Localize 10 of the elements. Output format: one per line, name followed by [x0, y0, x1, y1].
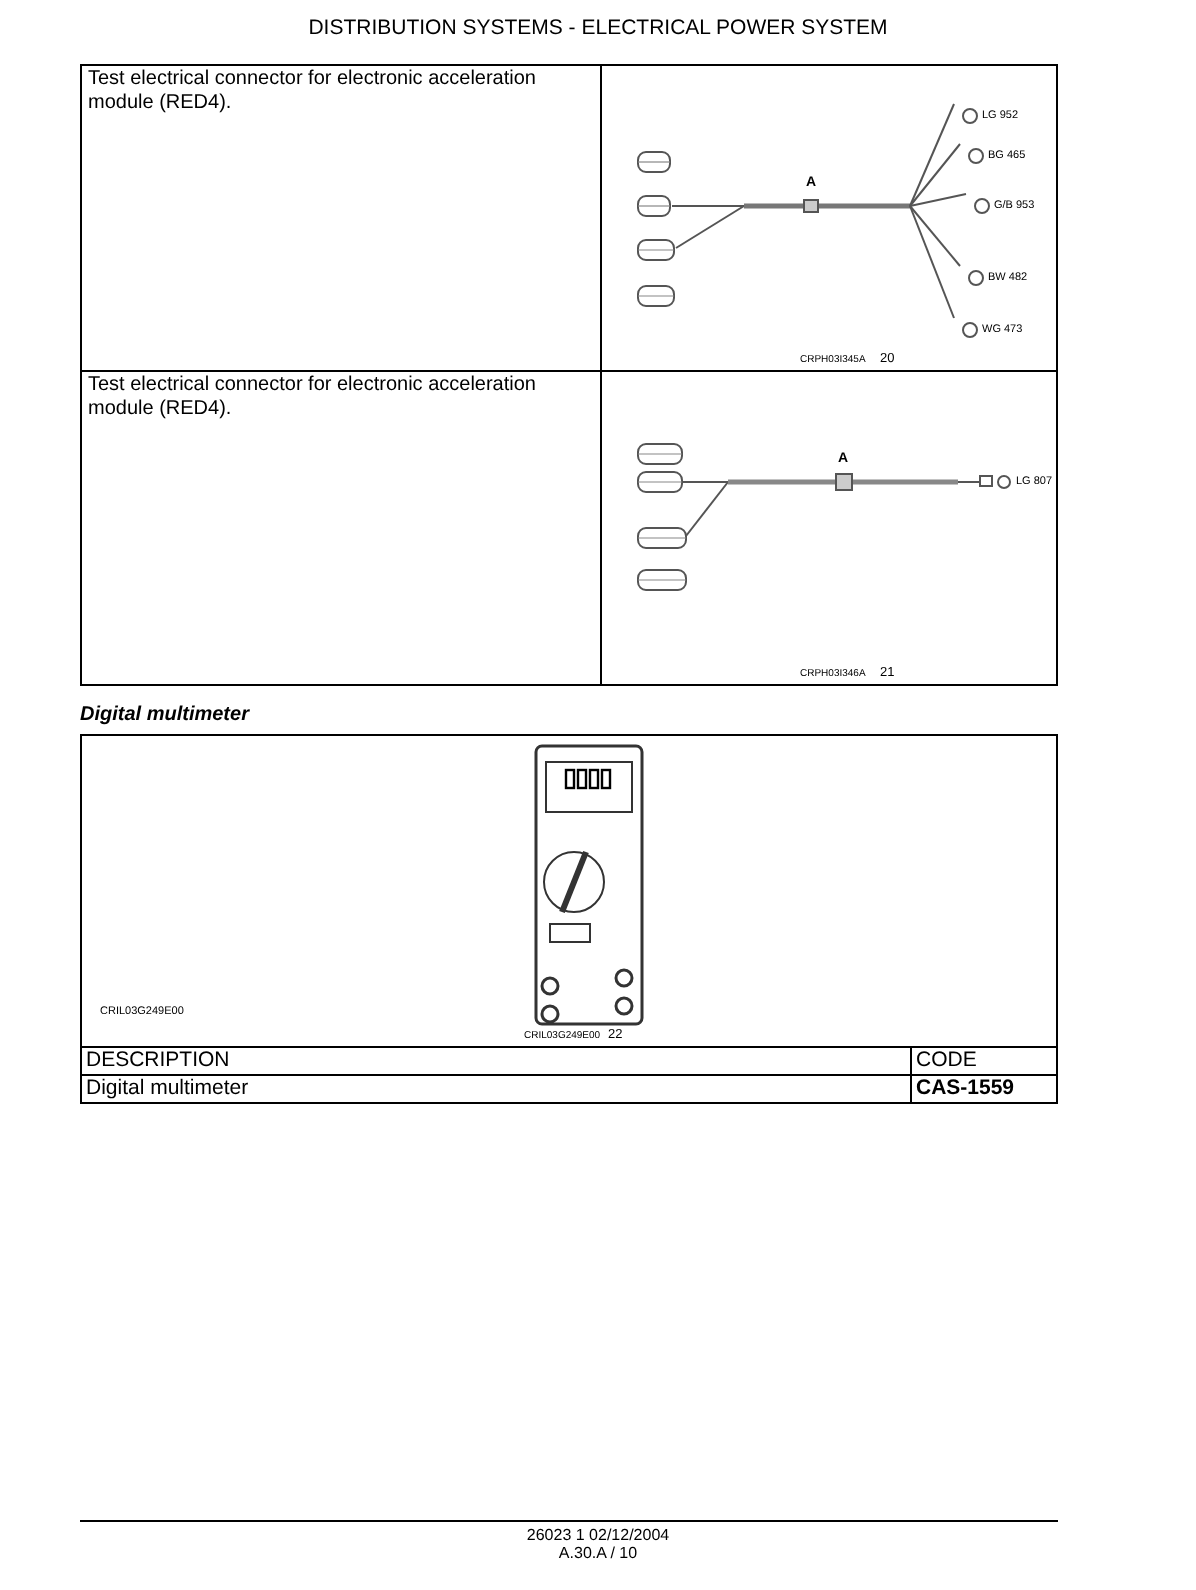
section-heading: Digital multimeter — [80, 704, 249, 726]
part-code: CAS-1559 — [916, 1076, 1015, 1100]
footer-text: 26023 1 02/12/2004 — [526, 1526, 670, 1544]
table-text: Digital multimeter — [86, 1076, 249, 1100]
column-header: CODE — [916, 1048, 977, 1072]
page-header: DISTRIBUTION SYSTEMS - ELECTRICAL POWER SYSTEM — [308, 16, 888, 40]
page-number: A.30.A / 10 — [558, 1544, 638, 1562]
column-header: DESCRIPTION — [86, 1048, 230, 1072]
instruction-text: Test electrical connector for electronic acceleration module (RED4). — [88, 374, 538, 422]
instruction-text: Test electrical connector for electronic acceleration module (RED4). — [88, 68, 538, 116]
